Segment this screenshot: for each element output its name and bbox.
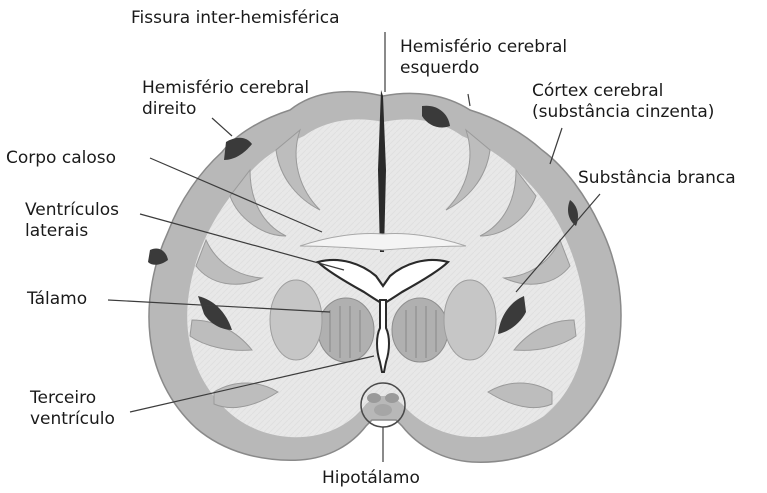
pointer-hemisferio-direito bbox=[212, 118, 232, 136]
label-cortex: Córtex cerebral (substância cinzenta) bbox=[532, 81, 714, 123]
label-hipotalamo: Hipotálamo bbox=[322, 468, 420, 489]
label-corpo-caloso: Corpo caloso bbox=[6, 148, 116, 169]
label-substancia-branca: Substância branca bbox=[578, 168, 736, 189]
label-ventriculos: Ventrículos laterais bbox=[25, 200, 119, 242]
label-terceiro-ventriculo: Terceiro ventrículo bbox=[30, 388, 115, 430]
pointer-hemisferio-esquerdo bbox=[468, 94, 470, 106]
label-hemisferio-esquerdo: Hemisfério cerebral esquerdo bbox=[400, 37, 567, 79]
label-talamo: Tálamo bbox=[27, 289, 87, 310]
label-hemisferio-direito: Hemisfério cerebral direito bbox=[142, 78, 309, 120]
label-fissura: Fissura inter-hemisférica bbox=[131, 8, 340, 29]
pointer-cortex bbox=[550, 128, 562, 164]
